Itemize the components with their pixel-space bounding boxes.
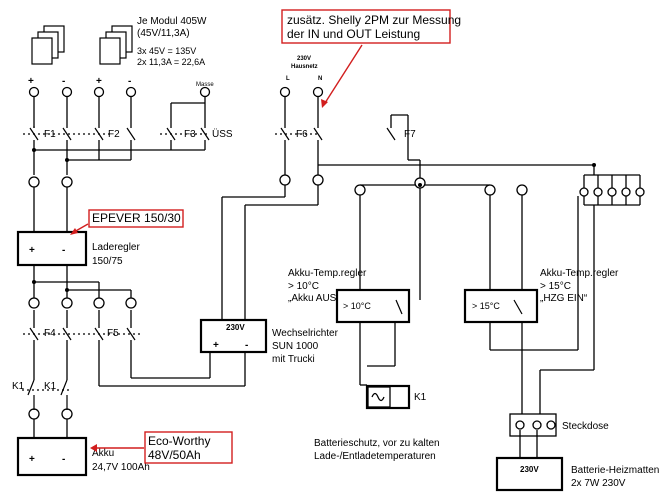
- grid-n-label: N: [318, 76, 322, 82]
- ecoworthy-arrow-head-icon: [90, 444, 97, 452]
- fuse-f3-label: F3: [184, 129, 196, 140]
- temp-reg2-contact-icon: [513, 299, 523, 315]
- cc-model: 150/75: [92, 256, 123, 267]
- battery-minus-label: -: [62, 454, 65, 465]
- temp-reg1-contact-icon: [395, 299, 403, 315]
- pv1-minus-label: -: [62, 76, 65, 87]
- epever-note-box: [88, 209, 184, 228]
- ecoworthy-note-box: [144, 431, 233, 464]
- shelly-note-arrow: [324, 44, 363, 104]
- heater-label: Batterie-Heizmatten: [571, 465, 659, 476]
- pv2-plus-label: +: [96, 76, 102, 87]
- battery-spec: 24,7V 100Ah: [92, 462, 150, 473]
- charge-controller-box: [16, 230, 88, 267]
- mid-terminals: [28, 174, 645, 197]
- ecoworthy-note-line2: 48V/50Ah: [148, 448, 201, 462]
- k1-contacts: [22, 379, 70, 410]
- pv1-plus-label: +: [28, 76, 34, 87]
- cc-label: Laderegler: [92, 242, 140, 253]
- k1-coil-label: K1: [414, 392, 427, 403]
- grid-voltage-label: 230V: [297, 56, 311, 62]
- uss-label: ÜSS: [212, 128, 233, 140]
- battery-box: [16, 436, 88, 477]
- shelly-note-line1: zusätz. Shelly 2PM zur Messung: [287, 13, 461, 27]
- junction-dots: [32, 148, 596, 292]
- shelly-note-box: [281, 9, 451, 44]
- cc-plus-label: +: [29, 245, 35, 256]
- top-wiring: [33, 96, 641, 370]
- fuse-f2-label: F2: [108, 129, 120, 140]
- pv2-minus-label: -: [128, 76, 131, 87]
- fuse-f6-label: F6: [296, 129, 308, 140]
- cc-minus-label: -: [62, 245, 65, 256]
- temp-reg1-title: Akku-Temp.regler: [288, 268, 367, 279]
- inverter-minus-label: -: [245, 340, 248, 351]
- ecoworthy-note-line1: Eco-Worthy: [148, 434, 210, 448]
- heater-box: [495, 456, 564, 492]
- shelly-note-line2: der IN und OUT Leistung: [287, 27, 420, 41]
- inverter-model: SUN 1000: [272, 341, 319, 352]
- heater-spec: 2x 7W 230V: [571, 478, 626, 489]
- temp-reg1-setpoint: > 10°C: [288, 281, 319, 292]
- k1-coil-symbol: [367, 386, 391, 408]
- lower-terminals: [28, 297, 137, 420]
- module-current-calc: 2x 11,3A = 22,6A: [137, 57, 205, 67]
- temp-reg1-function: „Akku AUS“: [288, 293, 340, 304]
- protection-note-line1: Batterieschutz, vor zu kalten: [314, 438, 440, 449]
- temp-reg1-box: [335, 288, 411, 324]
- solar-module-icon: [99, 25, 133, 65]
- solar-module-icon: [31, 25, 65, 65]
- k1-contact-label: K1: [44, 381, 57, 392]
- inverter-box: [199, 318, 268, 354]
- socket-pin: [515, 420, 525, 430]
- temp-reg2-function: „HZG EIN“: [540, 293, 587, 304]
- k1-contact-label: K1: [12, 381, 25, 392]
- inverter-label: Wechselrichter: [272, 328, 339, 339]
- temp-reg1-display: > 10°C: [343, 301, 371, 311]
- battery-plus-label: +: [29, 454, 35, 465]
- protection-note-line2: Lade-/Entladetemperaturen: [314, 451, 436, 462]
- coil-wave-icon: [371, 392, 385, 402]
- masse-label: Masse: [196, 82, 214, 88]
- fuse-row-bottom: [23, 327, 140, 341]
- module-voltage-calc: 3x 45V = 135V: [137, 46, 196, 56]
- battery-label: Akku: [92, 448, 114, 459]
- shelly-arrow-head-icon: [321, 99, 328, 108]
- fuse-f5-label: F5: [107, 328, 119, 339]
- epever-arrow-head-icon: [70, 228, 78, 235]
- temp-reg2-setpoint: > 15°C: [540, 281, 571, 292]
- socket-pin: [546, 420, 556, 430]
- temp-reg2-display: > 15°C: [472, 301, 500, 311]
- socket-label: Steckdose: [562, 421, 609, 432]
- inverter-plus-label: +: [213, 340, 219, 351]
- epever-note-text: EPEVER 150/30: [92, 211, 181, 225]
- fuse-f4-label: F4: [44, 328, 56, 339]
- module-title: Je Modul 405W: [137, 16, 207, 27]
- fuse-f1-label: F1: [44, 129, 56, 140]
- socket-pin: [532, 420, 542, 430]
- inverter-voltage: 230V: [226, 323, 245, 332]
- fuse-row-top: [23, 126, 396, 141]
- grid-l-label: L: [286, 76, 290, 82]
- temp-reg2-title: Akku-Temp.regler: [540, 268, 619, 279]
- fuse-f7-label: F7: [404, 129, 416, 140]
- module-rating: (45V/11,3A): [137, 28, 190, 39]
- temp-reg2-box: [463, 288, 539, 324]
- inverter-note: mit Trucki: [272, 354, 315, 365]
- top-terminals: [28, 86, 324, 98]
- grid-name-label: Hausnetz: [291, 64, 318, 70]
- heater-voltage: 230V: [520, 465, 539, 474]
